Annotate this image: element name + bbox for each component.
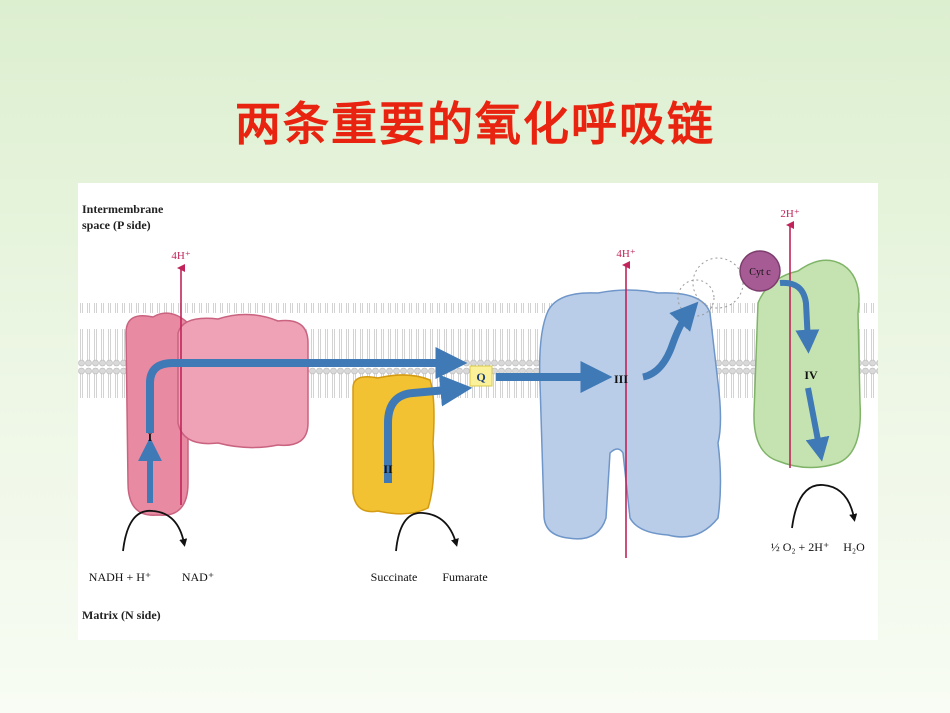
oxygen-label: ½ O₂ + 2H⁺ (771, 540, 830, 554)
nad-label: NAD⁺ (182, 570, 214, 584)
oxygen-curve-arrow (791, 484, 858, 529)
respiratory-chain-figure: Intermembrane space (P side) Matrix (N s… (78, 183, 878, 640)
water-label: H₂O (843, 540, 865, 554)
electron-arrow-iii-to-cytc (642, 301, 699, 381)
complex-iv (753, 259, 862, 469)
nadh-label: NADH + H⁺ (89, 570, 151, 584)
cyt-c (739, 250, 781, 292)
electron-arrow-iv-to-o2 (805, 387, 830, 462)
proton-label-iii: 4H⁺ (616, 248, 635, 260)
page-title: 两条重要的氧化呼吸链 (235, 97, 715, 151)
electron-arrow-cytc-to-iv (779, 279, 820, 354)
electron-arrow-ii-to-q (384, 374, 473, 483)
complex-iv-label: IV (804, 368, 818, 382)
complex-ii-label: II (383, 462, 393, 476)
intermembrane-label: Intermembrane (82, 202, 164, 216)
cyt-c-label: Cyt c (749, 267, 771, 278)
q-box (469, 365, 493, 387)
succinate-label: Succinate (371, 570, 418, 584)
complex-iii-label: III (614, 372, 628, 386)
intermembrane-label-2: space (P side) (82, 218, 151, 232)
nadh-curve-arrow (122, 510, 188, 552)
complex-ii (352, 374, 435, 515)
cyt-c-ghost (677, 279, 715, 317)
complex-i-label: I (148, 430, 153, 444)
cyt-c-ghost (692, 257, 744, 309)
fumarate-label: Fumarate (442, 570, 487, 584)
proton-label-i: 4H⁺ (171, 250, 190, 262)
diagram-svg: Intermembrane space (P side) Matrix (N s… (78, 202, 878, 622)
complex-iii (538, 289, 722, 540)
proton-label-iv: 2H⁺ (780, 208, 799, 220)
q-label: Q (476, 370, 485, 384)
electron-arrow-i-to-q (146, 347, 468, 433)
succinate-curve-arrow (395, 512, 459, 552)
matrix-label: Matrix (N side) (82, 608, 161, 622)
